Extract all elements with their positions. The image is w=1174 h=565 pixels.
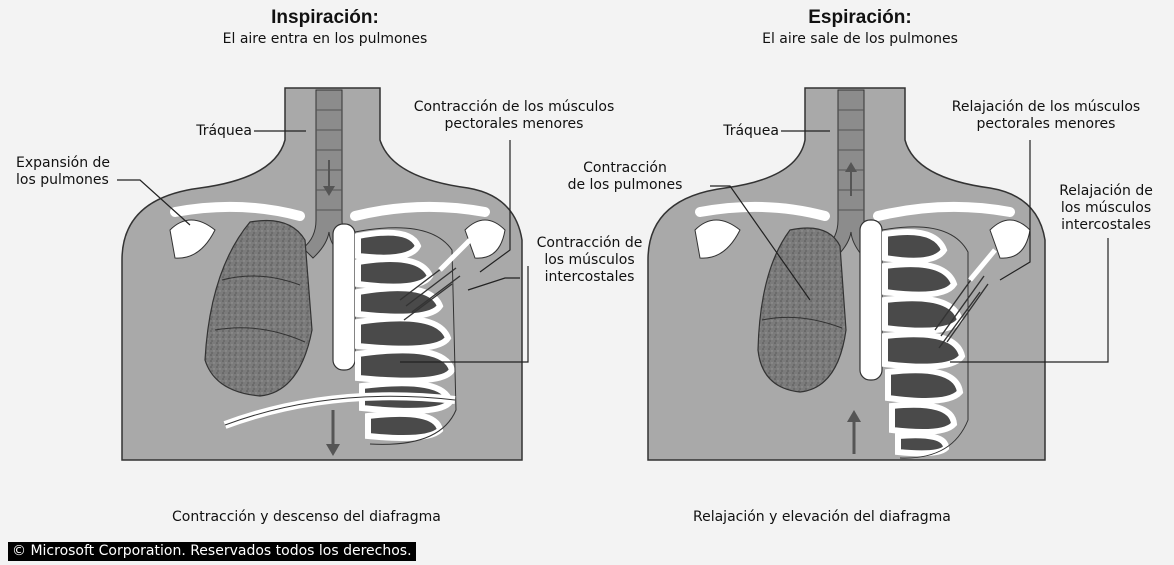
inspiration-caption: Contracción y descenso del diafragma [172,509,441,525]
inspiration-lung-expansion-label: Expansión de los pulmones [16,155,110,189]
inspiration-pectoral-label: Contracción de los músculos pectorales m… [384,99,644,133]
inspiration-intercostal-label: Contracción de los músculos intercostale… [522,235,657,286]
expiration-intercostal-label: Relajación de los músculos intercostales [1040,183,1172,234]
copyright-notice: © Microsoft Corporation. Reservados todo… [8,542,416,561]
expiration-caption: Relajación y elevación del diafragma [693,509,951,525]
inspiration-torso [122,88,522,460]
expiration-trachea-label: Tráquea [699,123,779,140]
expiration-lung-contraction-label: Contracción de los pulmones [540,160,710,194]
expiration-torso [648,88,1045,460]
expiration-pectoral-label: Relajación de los músculos pectorales me… [918,99,1174,133]
inspiration-trachea-label: Tráquea [172,123,252,140]
